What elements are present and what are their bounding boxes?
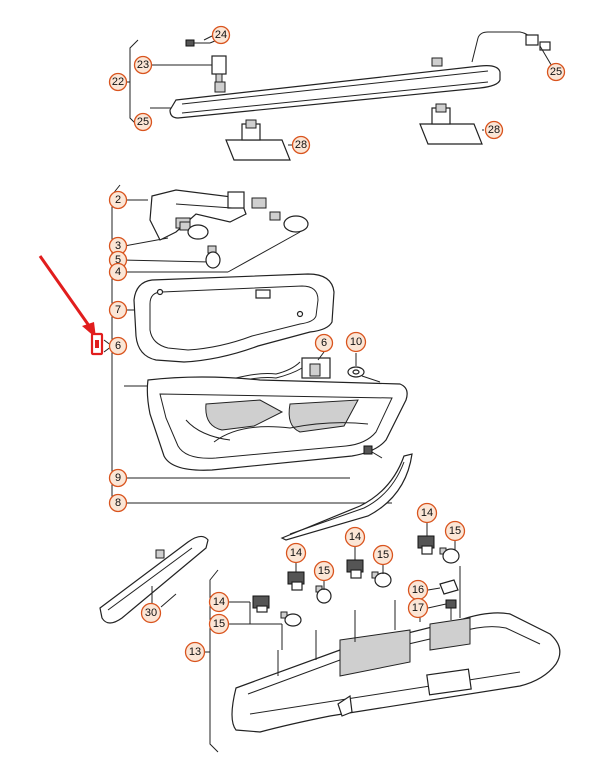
clip-16 bbox=[427, 579, 459, 595]
callout-14-c: 14 bbox=[344, 526, 366, 548]
callout-8: 8 bbox=[108, 493, 128, 513]
svg-text:2: 2 bbox=[115, 194, 121, 206]
callout-17: 17 bbox=[407, 597, 429, 619]
callout-15-b: 15 bbox=[313, 560, 335, 582]
callout-14-a: 14 bbox=[208, 591, 230, 613]
callout-15-d: 15 bbox=[372, 544, 394, 566]
svg-text:15: 15 bbox=[377, 549, 389, 561]
callout-9: 9 bbox=[108, 468, 128, 488]
svg-text:4: 4 bbox=[115, 266, 121, 278]
trim-strip bbox=[280, 453, 413, 541]
svg-text:25: 25 bbox=[137, 116, 149, 128]
svg-text:8: 8 bbox=[115, 497, 121, 509]
svg-text:3: 3 bbox=[115, 240, 121, 252]
callout-7: 7 bbox=[108, 300, 128, 320]
svg-text:28: 28 bbox=[488, 124, 500, 136]
bulb-15-a bbox=[280, 611, 302, 627]
red-marker-icon bbox=[90, 332, 104, 356]
svg-text:15: 15 bbox=[449, 525, 461, 537]
socket-14-b bbox=[287, 571, 305, 591]
callout-6-left: 6 bbox=[108, 336, 128, 356]
svg-text:13: 13 bbox=[189, 646, 201, 658]
bulb-5 bbox=[205, 245, 221, 269]
svg-text:14: 14 bbox=[421, 507, 433, 519]
socket-14-a bbox=[252, 595, 270, 613]
svg-text:14: 14 bbox=[290, 547, 302, 559]
callout-22: 22 bbox=[108, 72, 128, 92]
clip-23 bbox=[211, 55, 227, 83]
connector bbox=[235, 357, 331, 383]
third-brake-light bbox=[169, 31, 554, 119]
svg-text:17: 17 bbox=[412, 602, 424, 614]
callout-6-connector: 6 bbox=[314, 333, 334, 353]
svg-text:9: 9 bbox=[115, 472, 121, 484]
callout-14-d: 14 bbox=[416, 502, 438, 524]
callout-16: 16 bbox=[407, 579, 429, 601]
screw-9 bbox=[363, 445, 383, 459]
nut bbox=[347, 353, 381, 383]
callout-15-a: 15 bbox=[208, 613, 230, 635]
callout-25-left: 25 bbox=[133, 112, 153, 132]
callout-15-c: 15 bbox=[444, 520, 466, 542]
svg-text:30: 30 bbox=[145, 607, 157, 619]
callout-leaders bbox=[151, 35, 456, 608]
svg-text:14: 14 bbox=[213, 596, 225, 608]
bulb-3 bbox=[179, 221, 209, 240]
rear-light-assembly bbox=[231, 566, 561, 733]
callout-14-b: 14 bbox=[285, 542, 307, 564]
callout-23: 23 bbox=[133, 55, 153, 75]
reflector bbox=[99, 535, 209, 624]
callout-10: 10 bbox=[345, 331, 367, 353]
svg-text:6: 6 bbox=[321, 337, 327, 349]
bulb-4 bbox=[269, 211, 309, 233]
svg-text:7: 7 bbox=[115, 304, 121, 316]
svg-text:5: 5 bbox=[115, 254, 121, 266]
license-lamp-right bbox=[419, 103, 484, 145]
svg-text:25: 25 bbox=[550, 66, 562, 78]
svg-text:23: 23 bbox=[137, 59, 149, 71]
callout-30: 30 bbox=[140, 602, 162, 624]
svg-text:10: 10 bbox=[350, 336, 362, 348]
license-lamp-left bbox=[225, 119, 292, 161]
svg-text:14: 14 bbox=[349, 531, 361, 543]
svg-text:6: 6 bbox=[115, 340, 121, 352]
svg-text:24: 24 bbox=[215, 29, 227, 41]
callout-25-right: 25 bbox=[546, 62, 566, 82]
red-arrow-icon bbox=[38, 255, 96, 338]
svg-text:16: 16 bbox=[412, 584, 424, 596]
callout-4: 4 bbox=[108, 262, 128, 282]
svg-text:28: 28 bbox=[295, 139, 307, 151]
tail-lamp-housing bbox=[146, 376, 408, 471]
bulb-15-d bbox=[371, 571, 392, 588]
svg-text:15: 15 bbox=[213, 618, 225, 630]
svg-text:15: 15 bbox=[318, 565, 330, 577]
socket-14-d bbox=[417, 535, 435, 555]
bulb-15-c bbox=[439, 547, 460, 564]
callout-13: 13 bbox=[184, 641, 206, 663]
svg-text:22: 22 bbox=[112, 76, 124, 88]
callout-24: 24 bbox=[211, 25, 231, 45]
callout-28-left: 28 bbox=[291, 135, 311, 155]
callout-28-right: 28 bbox=[484, 120, 504, 140]
gasket bbox=[133, 273, 335, 363]
socket-14-c bbox=[346, 559, 364, 579]
callout-2: 2 bbox=[108, 190, 128, 210]
screw-17 bbox=[427, 599, 457, 620]
